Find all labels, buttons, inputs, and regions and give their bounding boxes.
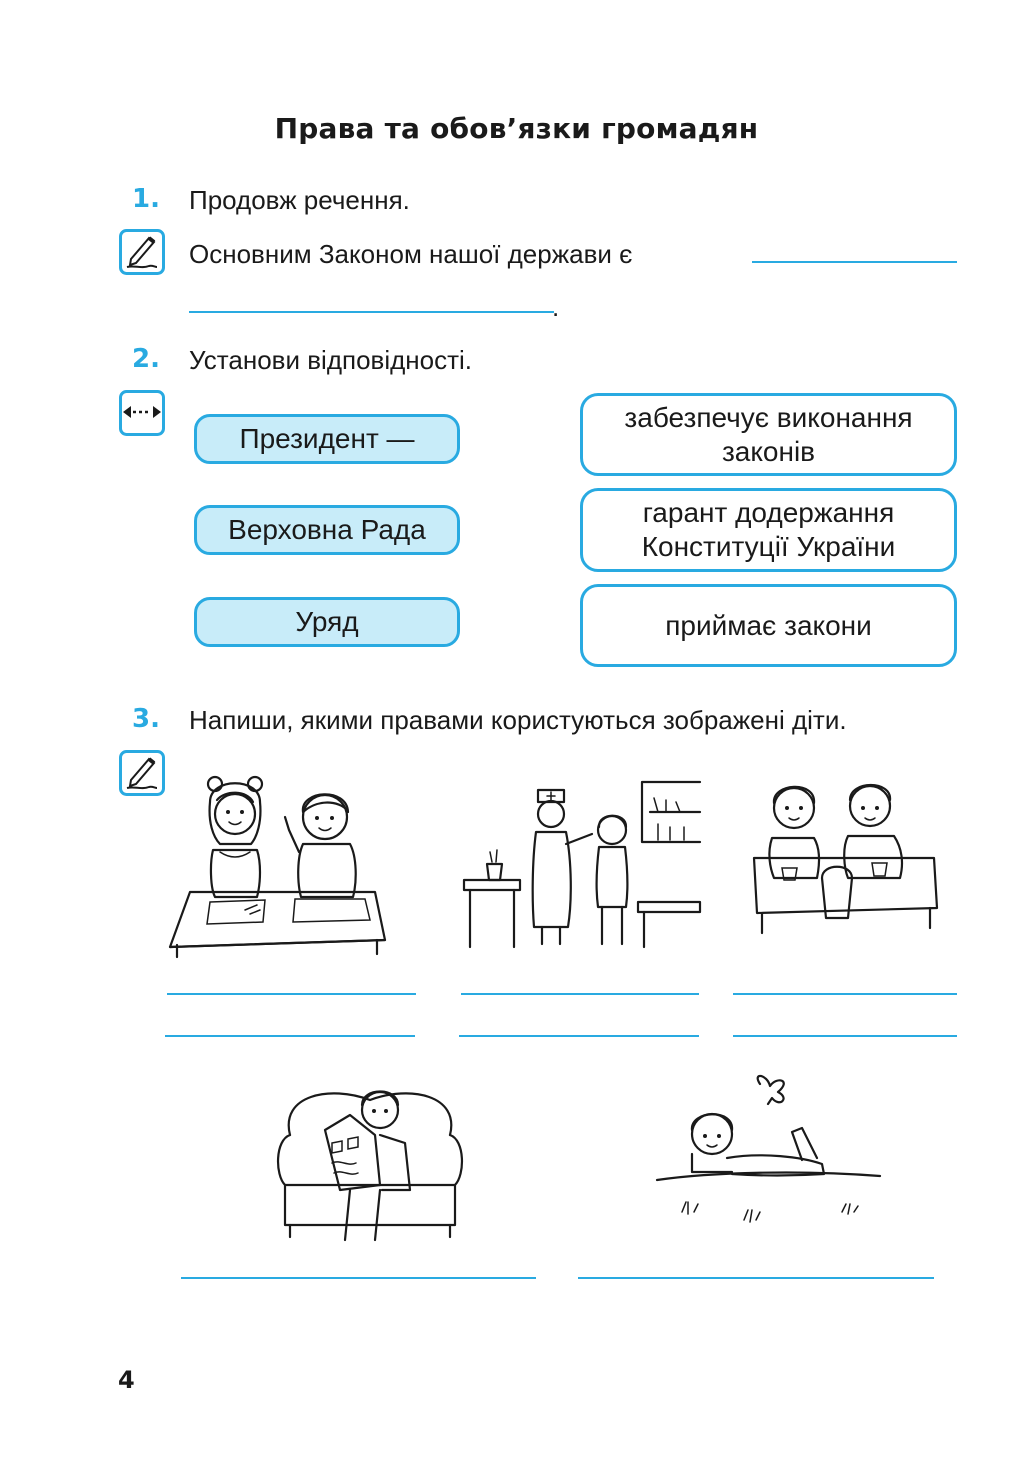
match-right-line: приймає закони [665,609,872,641]
task-3-instruction: Напиши, якими правами користуються зобра… [189,705,847,735]
task-1-number: 1. [132,184,160,214]
pencil-write-icon [119,229,165,275]
illustration-doctor-visit [462,772,702,957]
answer-line-1b[interactable] [189,311,554,313]
illustration-children-studying [165,762,395,967]
match-right-line: законів [721,435,816,467]
illustration-boy-reading [270,1075,470,1260]
illustration-children-eating [752,768,942,943]
match-left-president[interactable]: Президент — [194,414,460,464]
answer-line-3b-1[interactable] [461,993,699,995]
match-right-line: забезпечує виконання [624,401,913,433]
answer-line-3c-1[interactable] [733,993,957,995]
match-right-guarantor[interactable]: гарант додержання Конституції України [580,488,957,572]
match-right-line: Конституції України [641,531,896,562]
page-number: 4 [118,1366,135,1394]
double-arrow-icon [119,390,165,436]
answer-line-3a-1[interactable] [167,993,416,995]
pencil-write-icon [119,750,165,796]
task-2-number: 2. [132,344,160,374]
answer-line-1a[interactable] [752,261,957,263]
task-3-number: 3. [132,704,160,734]
match-left-government[interactable]: Уряд [194,597,460,647]
answer-line-3e[interactable] [578,1277,934,1279]
answer-line-3b-2[interactable] [459,1035,699,1037]
illustration-boy-resting [652,1072,882,1237]
match-right-passes-laws[interactable]: приймає закони [580,584,957,667]
answer-line-3a-2[interactable] [165,1035,415,1037]
match-right-line: гарант додержання [642,497,895,528]
sentence-end-mark: . [552,292,560,322]
match-left-parliament[interactable]: Верховна Рада [194,505,460,555]
match-right-enforces-laws[interactable]: забезпечує виконання законів [580,393,957,476]
task-1-sentence: Основним Законом нашої держави є [189,239,633,269]
page-title: Права та обов’язки громадян [274,112,759,145]
task-2-instruction: Установи відповідності. [189,345,473,375]
answer-line-3c-2[interactable] [733,1035,957,1037]
task-1-instruction: Продовж речення. [189,185,410,215]
answer-line-3d[interactable] [181,1277,536,1279]
